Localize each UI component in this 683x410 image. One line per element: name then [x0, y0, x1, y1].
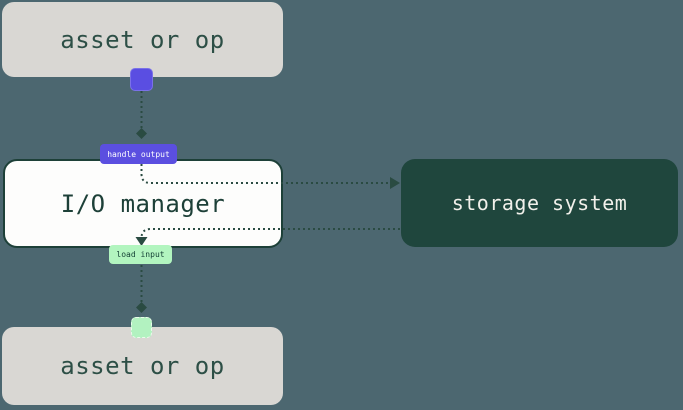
node-asset-or-op-top: asset or op	[2, 2, 283, 77]
diamond-marker-icon	[136, 128, 147, 139]
arrowhead-right-icon	[390, 177, 400, 189]
node-io-manager: I/O manager	[3, 159, 283, 248]
node-label: storage system	[451, 191, 628, 215]
input-port-handle	[131, 317, 152, 338]
edge-label-handle-output: handle output	[100, 144, 177, 164]
output-port-handle	[130, 68, 153, 91]
node-label: asset or op	[60, 352, 225, 380]
node-label: I/O manager	[60, 189, 226, 218]
node-label: asset or op	[60, 25, 225, 54]
diamond-marker-icon	[136, 302, 147, 313]
edge-label-load-input: load input	[109, 245, 172, 264]
edge-label-text: handle output	[107, 149, 170, 159]
node-asset-or-op-bottom: asset or op	[2, 327, 283, 405]
node-storage-system: storage system	[401, 159, 678, 247]
edge-label-text: load input	[116, 250, 165, 259]
